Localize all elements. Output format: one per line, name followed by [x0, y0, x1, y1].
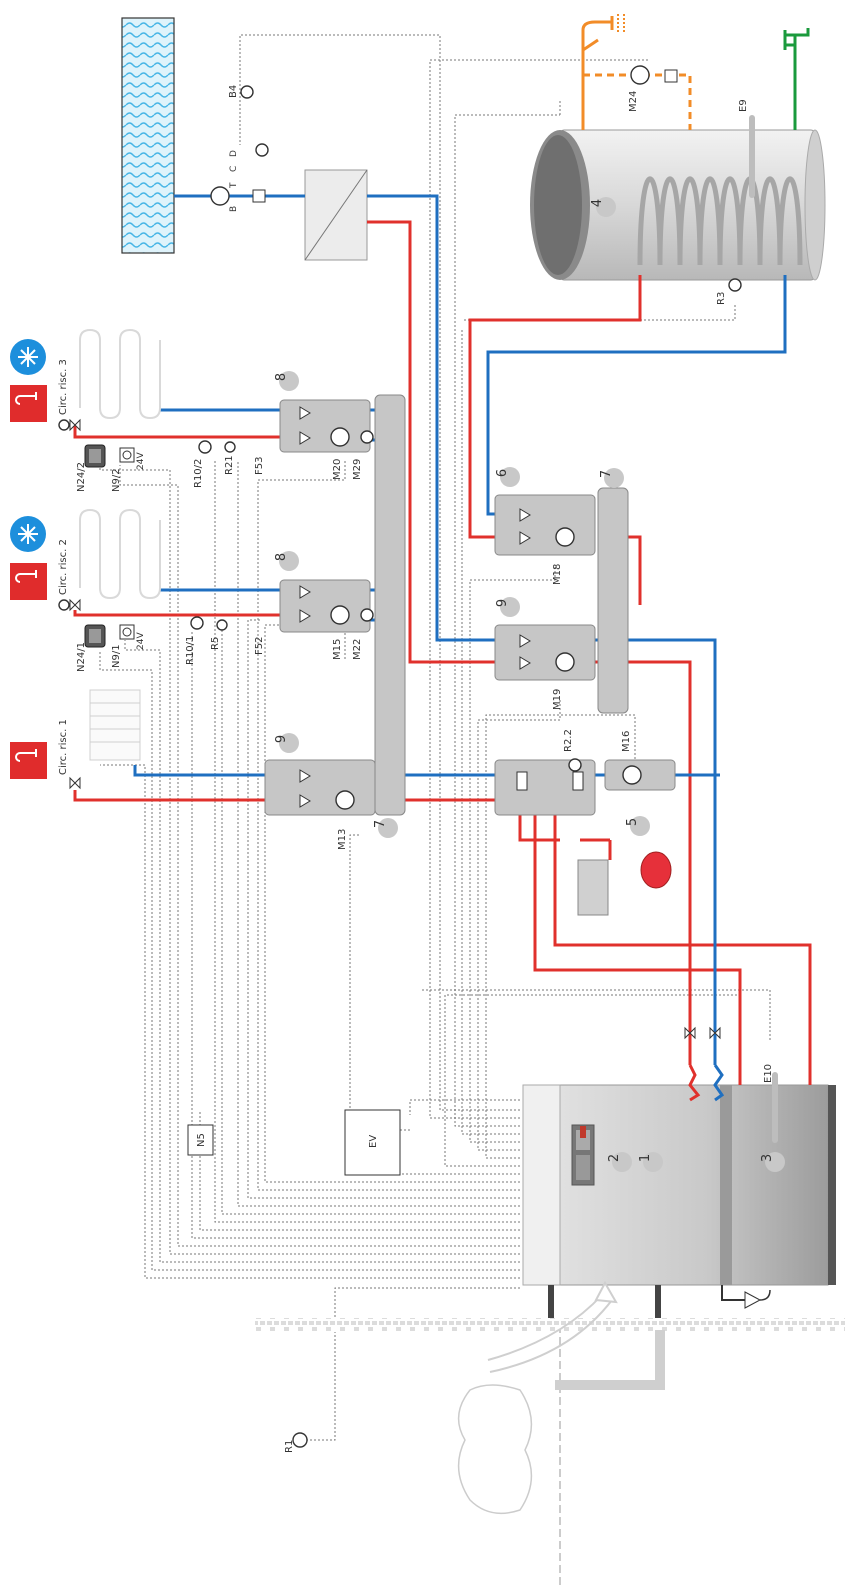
label-5: 5: [625, 818, 640, 826]
label-3: 3: [760, 1154, 775, 1162]
badge-heat-1: [10, 742, 47, 779]
label-R21: R21: [224, 455, 235, 475]
label-2: 2: [607, 1154, 622, 1162]
label-24v-2: 24V: [136, 452, 146, 470]
label-D: D: [229, 150, 239, 157]
label-M22: M22: [352, 639, 363, 660]
dhw-pipes: [581, 38, 692, 130]
thermometer-icon: [15, 392, 37, 762]
circuit-label-3: Circ. risc. 3: [58, 359, 69, 415]
heat-pump-unit: [522, 1072, 836, 1325]
circuit-label-1: Circ. risc. 1: [58, 719, 69, 775]
label-8-c2: 8: [274, 553, 289, 561]
label-1: 1: [638, 1154, 653, 1162]
label-N24-2: N24/2: [76, 462, 87, 492]
label-M15: M15: [332, 639, 343, 660]
badge-heat-3: [10, 385, 47, 422]
valves: [69, 69, 721, 1040]
cold-pipes: [133, 194, 787, 1102]
tap-icon: [783, 28, 810, 60]
label-R5: R5: [210, 637, 221, 650]
label-E10: E10: [763, 1064, 774, 1083]
heat-exchanger: [304, 169, 368, 261]
ground: [255, 1318, 845, 1332]
label-R1: R1: [284, 1440, 295, 1453]
label-R2-2: R2.2: [563, 729, 574, 752]
label-6: 6: [495, 469, 510, 477]
room-controllers: [84, 444, 135, 648]
control-wiring: [99, 34, 771, 1441]
underfloor-circuits: [79, 328, 161, 600]
label-T: T: [229, 182, 239, 189]
badge-heat-2: [10, 563, 47, 600]
label-R10-1: R10/1: [185, 636, 196, 665]
water-source: [121, 17, 175, 254]
shower-icon: [581, 14, 625, 50]
label-M24: M24: [628, 91, 639, 112]
label-B: B: [229, 206, 239, 212]
label-8-c3: 8: [274, 373, 289, 381]
label-M13: M13: [337, 829, 348, 850]
label-N5: N5: [196, 1133, 207, 1147]
label-9-c1: 9: [274, 735, 289, 743]
label-9-right: 9: [495, 599, 510, 607]
snowflake-icon: [10, 339, 46, 552]
label-B4: B4: [228, 85, 239, 98]
label-N24-1: N24/1: [76, 642, 87, 672]
label-M19: M19: [552, 689, 563, 710]
dhw-storage-tank: [530, 115, 826, 281]
label-M20: M20: [332, 459, 343, 480]
number-badges: [279, 197, 785, 1172]
label-M16: M16: [621, 731, 632, 752]
pumps: [58, 65, 742, 1448]
label-E9: E9: [738, 99, 749, 112]
air-flow: [457, 1280, 665, 1585]
label-7-right: 7: [599, 470, 614, 478]
label-24v-1: 24V: [136, 632, 146, 650]
label-M29: M29: [352, 459, 363, 480]
label-EV: EV: [368, 1135, 379, 1148]
label-C: C: [229, 166, 239, 172]
label-N9-1: N9/1: [111, 644, 122, 668]
label-F53: F53: [254, 457, 265, 475]
circuit-label-2: Circ. risc. 2: [58, 539, 69, 595]
label-N9-2: N9/2: [111, 468, 122, 492]
label-R3: R3: [716, 292, 727, 305]
label-R10-2: R10/2: [193, 459, 204, 488]
label-7-left: 7: [373, 820, 388, 828]
modules: [187, 394, 676, 1176]
label-M18: M18: [552, 564, 563, 585]
label-F52: F52: [254, 637, 265, 655]
radiator: [89, 689, 141, 761]
label-4: 4: [590, 199, 605, 207]
